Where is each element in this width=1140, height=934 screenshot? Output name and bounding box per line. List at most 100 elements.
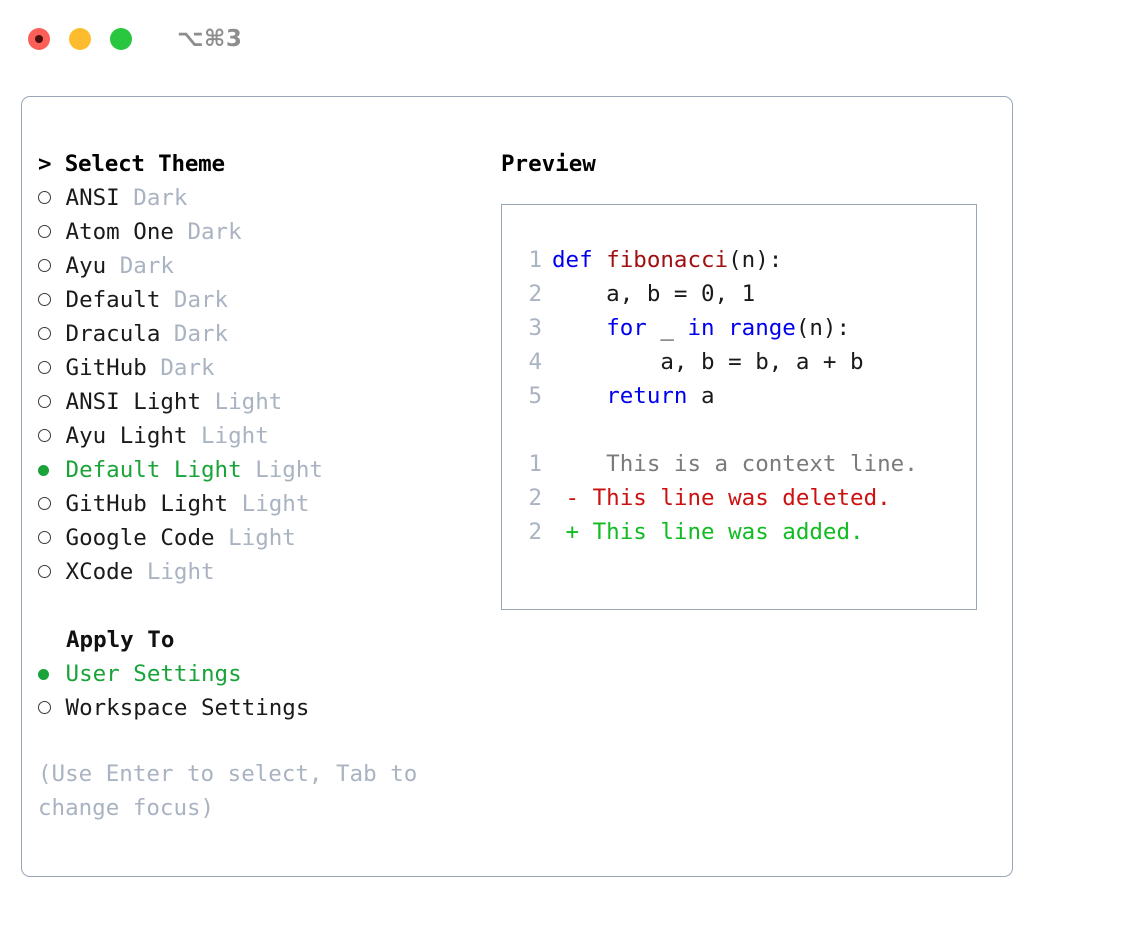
diff-text: This is a context line.	[579, 451, 918, 477]
theme-option-kind: Dark	[133, 185, 188, 211]
theme-option-name: Dracula	[52, 321, 174, 347]
code-token: _	[646, 315, 688, 341]
theme-option-name: Atom One	[52, 219, 188, 245]
radio-unselected-icon[interactable]	[38, 487, 52, 521]
theme-option-name: ANSI Light	[52, 389, 215, 415]
theme-option-row[interactable]: Google Code Light	[38, 521, 478, 555]
radio-unselected-icon[interactable]	[38, 215, 52, 249]
theme-option-row[interactable]: ANSI Light Light	[38, 385, 478, 419]
code-token	[552, 383, 606, 409]
apply-to-option-name: Workspace Settings	[52, 695, 310, 721]
diff-line: 2 - This line was deleted.	[516, 481, 970, 515]
radio-selected-icon[interactable]	[38, 453, 52, 487]
radio-unselected-icon[interactable]	[38, 351, 52, 385]
theme-list-column: > Select Theme ANSI Dark Atom One Dark A…	[38, 147, 478, 825]
select-theme-heading: > Select Theme	[38, 147, 478, 181]
apply-to-option-name: User Settings	[52, 661, 242, 687]
diff-line: 1 This is a context line.	[516, 447, 970, 481]
radio-dot	[38, 497, 51, 510]
theme-option-kind: Dark	[160, 355, 215, 381]
theme-option-row[interactable]: XCode Light	[38, 555, 478, 589]
theme-option-name: GitHub	[52, 355, 161, 381]
theme-option-name: ANSI	[52, 185, 134, 211]
theme-option-row[interactable]: Ayu Light Light	[38, 419, 478, 453]
code-line: 2 a, b = 0, 1	[516, 277, 970, 311]
apply-to-option-row[interactable]: Workspace Settings	[38, 691, 478, 725]
theme-option-kind: Light	[201, 423, 269, 449]
radio-unselected-icon[interactable]	[38, 555, 52, 589]
apply-to-options-list: User Settings Workspace Settings	[38, 657, 478, 725]
close-button[interactable]	[28, 28, 50, 50]
code-token: a, b = b, a + b	[552, 349, 864, 375]
radio-unselected-icon[interactable]	[38, 283, 52, 317]
maximize-button[interactable]	[110, 28, 132, 50]
theme-option-name: Default	[52, 287, 174, 313]
radio-unselected-icon[interactable]	[38, 317, 52, 351]
theme-option-kind: Light	[214, 389, 283, 415]
code-token: for	[606, 315, 647, 341]
diff-sample: 1 This is a context line.2 - This line w…	[516, 447, 970, 549]
diff-line-number: 1	[528, 451, 542, 477]
radio-unselected-icon[interactable]	[38, 419, 52, 453]
radio-unselected-icon[interactable]	[38, 691, 52, 725]
radio-dot	[38, 361, 51, 374]
code-token: in	[687, 315, 715, 341]
code-token: fibonacci	[606, 247, 729, 273]
theme-option-name: Google Code	[52, 525, 229, 551]
apply-to-heading: Apply To	[66, 627, 175, 653]
diff-marker: -	[552, 485, 580, 511]
radio-dot	[38, 395, 51, 408]
radio-dot	[38, 293, 51, 306]
diff-text: This line was added.	[579, 519, 864, 545]
diff-marker	[552, 451, 579, 477]
theme-option-name: Ayu	[52, 253, 120, 279]
radio-dot	[38, 191, 51, 204]
apply-to-option-row[interactable]: User Settings	[38, 657, 478, 691]
code-line: 5 return a	[516, 379, 970, 413]
theme-option-row[interactable]: GitHub Dark	[38, 351, 478, 385]
code-token: (n):	[728, 247, 783, 273]
radio-dot	[38, 669, 49, 680]
code-line-number: 4	[528, 349, 542, 375]
radio-unselected-icon[interactable]	[38, 181, 52, 215]
theme-option-kind: Light	[228, 525, 296, 551]
code-token: return	[606, 383, 688, 409]
radio-selected-icon[interactable]	[38, 657, 52, 691]
theme-option-kind: Light	[241, 491, 310, 517]
theme-option-row[interactable]: GitHub Light Light	[38, 487, 478, 521]
theme-option-row[interactable]: Dracula Dark	[38, 317, 478, 351]
theme-option-kind: Light	[255, 457, 323, 483]
theme-option-row[interactable]: Ayu Dark	[38, 249, 478, 283]
code-diff-separator	[516, 413, 970, 447]
code-token: def	[552, 247, 607, 273]
radio-dot	[38, 565, 51, 578]
prompt-caret-icon: >	[38, 151, 65, 177]
code-token: range	[728, 315, 796, 341]
list-spacer	[38, 589, 478, 623]
select-theme-heading-label: Select Theme	[64, 151, 225, 177]
radio-unselected-icon[interactable]	[38, 249, 52, 283]
radio-unselected-icon[interactable]	[38, 521, 52, 555]
code-line-number: 3	[528, 315, 542, 341]
window-titlebar: ⌥⌘3	[0, 0, 1140, 78]
radio-dot	[38, 701, 51, 714]
theme-option-name: GitHub Light	[52, 491, 242, 517]
radio-dot	[38, 327, 51, 340]
diff-line: 2 + This line was added.	[516, 515, 970, 549]
theme-option-row[interactable]: Default Light Light	[38, 453, 478, 487]
radio-dot	[38, 225, 51, 238]
theme-option-row[interactable]: Default Dark	[38, 283, 478, 317]
minimize-button[interactable]	[69, 28, 91, 50]
theme-option-row[interactable]: Atom One Dark	[38, 215, 478, 249]
theme-option-kind: Dark	[173, 321, 229, 347]
theme-option-kind: Dark	[119, 253, 174, 279]
theme-option-kind: Light	[146, 559, 215, 585]
theme-option-row[interactable]: ANSI Dark	[38, 181, 478, 215]
radio-unselected-icon[interactable]	[38, 385, 52, 419]
keyboard-hint-text: (Use Enter to select, Tab to change focu…	[38, 761, 431, 821]
code-line: 4 a, b = b, a + b	[516, 345, 970, 379]
